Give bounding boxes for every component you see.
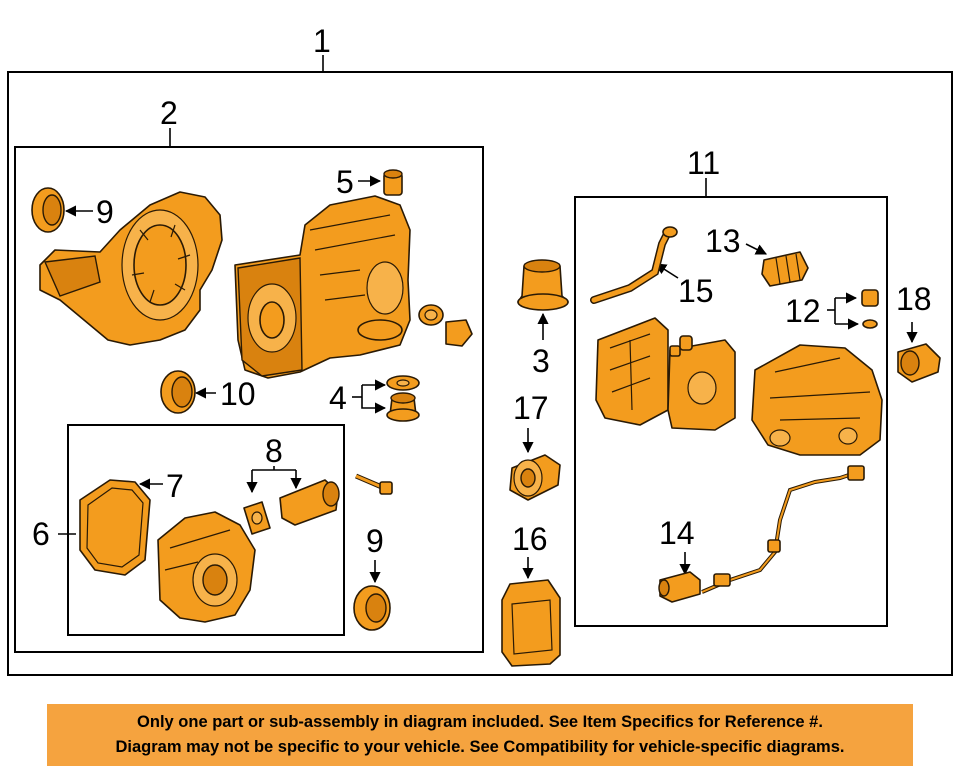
carrier-cover-left (39, 191, 223, 346)
part-11-case (751, 344, 883, 456)
callout-17: 17 (513, 390, 549, 426)
part-14-sensor (658, 465, 865, 603)
callout-4: 4 (329, 380, 347, 416)
arrow-4b (361, 385, 387, 414)
part-11-valve-body (595, 317, 669, 426)
carrier-housing-main (234, 195, 411, 379)
callout-15: 15 (678, 273, 714, 309)
callout-9a: 9 (96, 194, 114, 230)
part-3-mount (517, 259, 569, 311)
callout-11: 11 (687, 145, 720, 181)
part-9-seal-bottom (353, 585, 391, 631)
part-5-vent (383, 169, 403, 196)
part-9-seal-top (31, 187, 65, 233)
part-11-small-plug (669, 335, 693, 357)
disclaimer-line-2: Diagram may not be specific to your vehi… (115, 738, 845, 756)
part-15-tube (590, 226, 678, 304)
callout-6: 6 (32, 516, 50, 552)
callout-5: 5 (336, 164, 354, 200)
disclaimer-banner: Only one part or sub-assembly in diagram… (47, 704, 913, 766)
part-18-bushing (897, 343, 941, 383)
disclaimer-line-1: Only one part or sub-assembly in diagram… (137, 713, 823, 731)
callout-8: 8 (265, 433, 283, 469)
arrow-13 (745, 243, 768, 255)
callout-9b: 9 (366, 523, 384, 559)
part-4-bushings (386, 375, 420, 422)
part-16-filter (501, 579, 561, 667)
callout-14: 14 (659, 515, 695, 551)
bolt (355, 473, 393, 495)
part-6-housing (157, 511, 256, 623)
part-8-gasket (243, 501, 271, 535)
group-11-frame (574, 196, 888, 627)
part-10-seal (160, 370, 196, 414)
group-6-frame (67, 424, 345, 636)
callout-2: 2 (160, 95, 178, 131)
callout-10: 10 (220, 376, 256, 412)
callout-12: 12 (785, 293, 821, 329)
callout-16: 16 (512, 521, 548, 557)
callout-13: 13 (705, 223, 741, 259)
part-13-filter (761, 251, 809, 287)
parts-diagram: 1 2 3 4 5 6 7 8 9 9 10 11 12 13 14 15 16… (7, 23, 953, 676)
part-17-bearing (509, 454, 561, 501)
outer-frame (7, 71, 953, 676)
group-2-frame (14, 146, 484, 653)
callout-3: 3 (532, 343, 550, 379)
callout-7: 7 (166, 468, 184, 504)
part-8-solenoid (279, 479, 340, 526)
callout-1: 1 (313, 23, 331, 59)
part-12-fittings (861, 289, 879, 329)
housing-plug (418, 304, 473, 347)
part-6-cover (79, 479, 151, 576)
callout-18: 18 (896, 281, 932, 317)
part-11-plate (667, 339, 736, 431)
